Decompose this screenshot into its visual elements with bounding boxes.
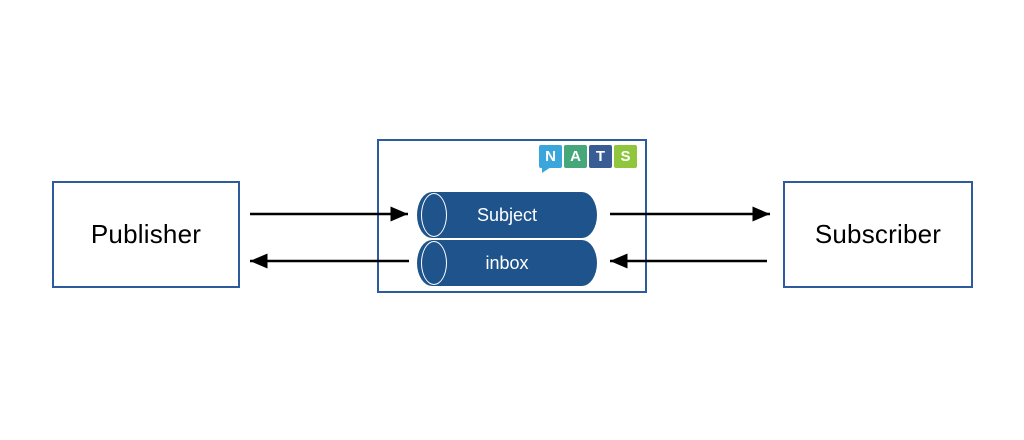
nats-logo-letter-t-text: T bbox=[595, 148, 606, 165]
nats-logo-letter-n: N bbox=[539, 145, 562, 173]
publisher-box: Publisher bbox=[52, 181, 240, 288]
nats-logo: N A T S bbox=[539, 145, 637, 173]
nats-logo-letter-s-text: S bbox=[620, 148, 631, 165]
inbox-label: inbox bbox=[485, 252, 529, 273]
nats-logo-letter-a-text: A bbox=[570, 148, 581, 165]
inbox-cylinder: inbox bbox=[417, 240, 597, 286]
speech-bubble-tail-icon bbox=[542, 167, 551, 173]
cylinder-rim-icon bbox=[421, 193, 447, 237]
nats-server-box: N A T S Subject inbox bbox=[377, 139, 647, 293]
subscriber-label: Subscriber bbox=[814, 219, 942, 249]
subject-label: Subject bbox=[476, 204, 538, 225]
nats-logo-letter-n-text: N bbox=[545, 148, 556, 165]
cylinder-rim-icon bbox=[421, 241, 447, 285]
subscriber-box: Subscriber bbox=[783, 181, 973, 288]
subject-cylinder: Subject bbox=[417, 192, 597, 238]
nats-logo-letter-s: S bbox=[614, 145, 637, 168]
nats-logo-letter-t: T bbox=[589, 145, 612, 168]
publisher-label: Publisher bbox=[90, 219, 202, 249]
nats-logo-letter-a: A bbox=[564, 145, 587, 168]
